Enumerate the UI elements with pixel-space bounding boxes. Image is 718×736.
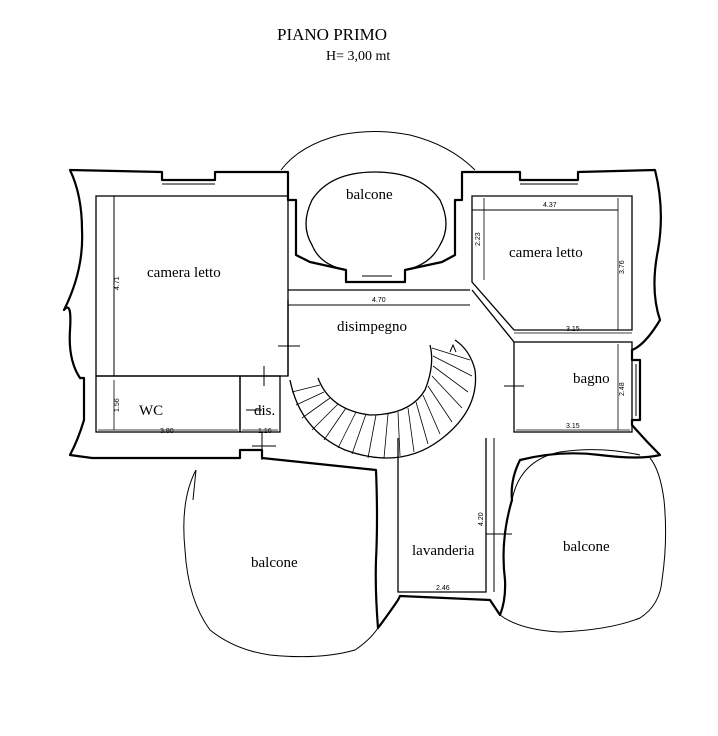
dim-4-70: 4.70 — [372, 297, 386, 304]
dim-2-48: 2.48 — [619, 382, 626, 396]
dim-4-71: 4.71 — [114, 276, 121, 290]
dim-2-46: 2.46 — [436, 585, 450, 592]
bottom-left-balcony — [183, 469, 379, 658]
room-label-camera-letto-right: camera letto — [509, 245, 583, 261]
outer-wall — [62, 168, 662, 630]
dim-3-15-b: 3.15 — [566, 423, 580, 430]
dim-4-20: 4.20 — [478, 512, 485, 526]
dim-3-15-a: 3.15 — [566, 326, 580, 333]
room-label-disimpegno: disimpegno — [337, 319, 407, 335]
top-balcony-outline — [280, 131, 476, 171]
top-balcony-inner — [305, 171, 447, 271]
plan-subtitle: H= 3,00 mt — [326, 49, 390, 64]
stair-outer — [289, 339, 477, 459]
stair-treads — [291, 347, 473, 459]
bottom-right-balcony — [499, 457, 667, 633]
stair-arrow-icon — [449, 343, 457, 353]
door-marks — [246, 336, 524, 535]
room-label-balcone-bottom-right: balcone — [563, 539, 610, 555]
right-bedroom-wall — [471, 195, 633, 331]
bagno-wall — [513, 341, 633, 433]
dim-3-76: 3.76 — [619, 260, 626, 274]
dim-1-56: 1.56 — [114, 398, 121, 412]
room-label-balcone-bottom-left: balcone — [251, 555, 298, 571]
dim-4-37: 4.37 — [543, 202, 557, 209]
room-label-wc: WC — [139, 403, 163, 419]
bottom-right-balcony-arc — [511, 449, 641, 501]
dim-3-80: 3.80 — [160, 428, 174, 435]
bottom-left-balcony-inner — [192, 469, 197, 501]
left-bedroom-wall — [95, 195, 289, 377]
room-label-camera-letto-left: camera letto — [147, 265, 221, 281]
windows — [83, 183, 637, 420]
room-label-lavanderia: lavanderia — [412, 543, 475, 559]
room-label-bagno: bagno — [573, 371, 610, 387]
plan-title: PIANO PRIMO — [277, 25, 387, 44]
lavanderia-wall — [397, 438, 487, 593]
dimension-lines — [98, 198, 632, 593]
dim-1-16: 1.16 — [258, 428, 272, 435]
right-bedroom-diag — [471, 289, 515, 343]
room-label-dis: dis. — [254, 403, 275, 419]
stair-inner — [317, 344, 433, 416]
room-label-balcone-top: balcone — [346, 187, 393, 203]
dim-2-23: 2.23 — [475, 232, 482, 246]
